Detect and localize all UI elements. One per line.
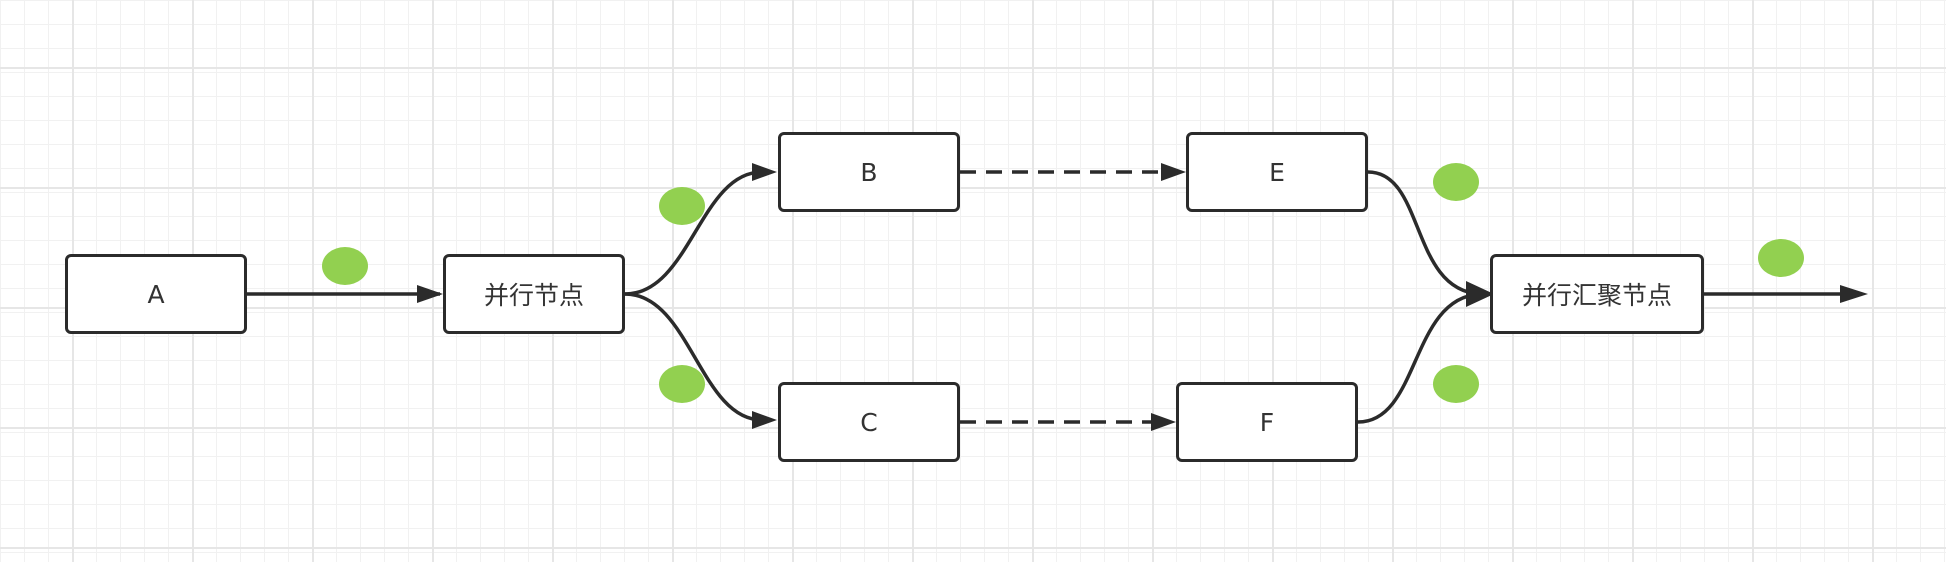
- token-a-parallel: [322, 247, 368, 285]
- arrowhead-b: [752, 163, 777, 181]
- arrowhead-f: [1151, 413, 1176, 431]
- token-join-out: [1758, 239, 1804, 277]
- node-e[interactable]: E: [1186, 132, 1368, 212]
- node-join[interactable]: 并行汇聚节点: [1490, 254, 1704, 334]
- node-parallel[interactable]: 并行节点: [443, 254, 625, 334]
- node-a[interactable]: A: [65, 254, 247, 334]
- edge-e-to-join: [1367, 170, 1481, 296]
- token-e-join: [1433, 163, 1479, 201]
- node-f[interactable]: F: [1176, 382, 1358, 462]
- arrowhead-e: [1161, 163, 1186, 181]
- token-f-join: [1433, 365, 1479, 403]
- arrowhead-join: [1466, 281, 1494, 307]
- node-c[interactable]: C: [778, 382, 960, 462]
- edge-f-to-join: [1357, 292, 1481, 424]
- arrowhead-parallel: [417, 285, 443, 303]
- token-parallel-c: [659, 365, 705, 403]
- token-parallel-b: [659, 187, 705, 225]
- edge-parallel-to-c: [624, 292, 763, 422]
- arrowhead-out: [1840, 285, 1868, 303]
- edge-parallel-to-b: [624, 170, 763, 296]
- node-b[interactable]: B: [778, 132, 960, 212]
- arrowhead-c: [752, 411, 777, 429]
